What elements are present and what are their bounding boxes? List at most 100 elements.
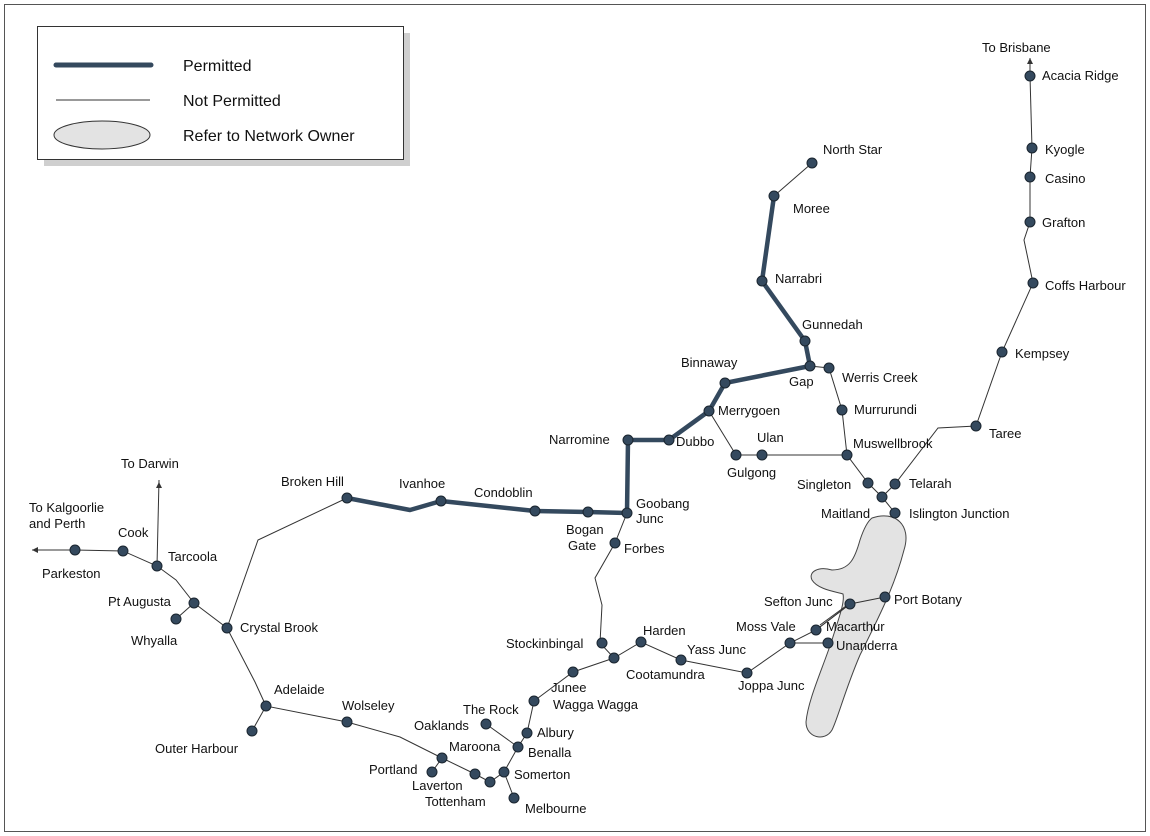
station-node-acacia-ridge [1024, 70, 1036, 82]
label-murrurundi: Murrurundi [854, 402, 917, 417]
station-node-melbourne [508, 792, 520, 804]
label-outer-harbour: Outer Harbour [155, 741, 239, 756]
label-pt-augusta: Pt Augusta [108, 594, 172, 609]
label-narrabri: Narrabri [775, 271, 822, 286]
station-node-binnaway [719, 377, 731, 389]
label-islington-junction: Islington Junction [909, 506, 1009, 521]
station-node-whyalla [170, 613, 182, 625]
station-node-crystal-brook [221, 622, 233, 634]
label-ivanhoe: Ivanhoe [399, 476, 445, 491]
legend-not-permitted-label: Not Permitted [183, 93, 281, 110]
station-node-pt-augusta [188, 597, 200, 609]
refer-to-network-owner-region [805, 515, 907, 738]
label-somerton: Somerton [514, 767, 570, 782]
station-node-outer-harbour [246, 725, 258, 737]
label-adelaide: Adelaide [274, 682, 325, 697]
station-node-tottenham [484, 776, 496, 788]
station-node-port-botany [879, 591, 891, 603]
label-grafton: Grafton [1042, 215, 1085, 230]
label-tottenham: Tottenham [425, 794, 486, 809]
label-benalla: Benalla [528, 745, 572, 760]
station-node-gap [804, 360, 816, 372]
label-bogan: Bogan [566, 522, 604, 537]
label-stockinbingal: Stockinbingal [506, 636, 583, 651]
station-node-narromine [622, 434, 634, 446]
label-whyalla: Whyalla [131, 633, 178, 648]
label-maitland: Maitland [821, 506, 870, 521]
legend-permitted-label: Permitted [183, 58, 251, 75]
label-kyogle: Kyogle [1045, 142, 1085, 157]
label-cootamundra: Cootamundra [626, 667, 706, 682]
station-node-condoblin [529, 505, 541, 517]
station-node-wagga-wagga [528, 695, 540, 707]
station-node-tarcoola [151, 560, 163, 572]
label-binnaway: Binnaway [681, 355, 738, 370]
station-node-gunnedah [799, 335, 811, 347]
station-node-parkeston [69, 544, 81, 556]
station-node-bogan-gate [582, 506, 594, 518]
station-node-telarah [889, 478, 901, 490]
label-to-darwin: To Darwin [121, 456, 179, 471]
station-node-cootamundra [608, 652, 620, 664]
station-node-joppa-junc [741, 667, 753, 679]
station-node-murrurundi [836, 404, 848, 416]
station-node-coffs-harbour [1027, 277, 1039, 289]
label-muswellbrook: Muswellbrook [853, 436, 933, 451]
label-crystal-brook: Crystal Brook [240, 620, 319, 635]
station-nodes [69, 70, 1039, 804]
station-node-werris-creek [823, 362, 835, 374]
station-node-muswellbrook [841, 449, 853, 461]
station-node-junee [567, 666, 579, 678]
station-node-laverton [469, 768, 481, 780]
label-goobang: Goobang [636, 496, 690, 511]
station-node-kempsey [996, 346, 1008, 358]
station-node-forbes [609, 537, 621, 549]
label-tarcoola: Tarcoola [168, 549, 218, 564]
label-to-brisbane: To Brisbane [982, 40, 1051, 55]
label-parkeston: Parkeston [42, 566, 101, 581]
station-node-yass-junc [675, 654, 687, 666]
station-node-dubbo [663, 434, 675, 446]
station-node-sefton-junc [844, 598, 856, 610]
station-node-ivanhoe [435, 495, 447, 507]
station-node-wolseley [341, 716, 353, 728]
label-gap: Gap [789, 374, 814, 389]
label-sefton-junc: Sefton Junc [764, 594, 833, 609]
label-portland: Portland [369, 762, 417, 777]
station-node-adelaide [260, 700, 272, 712]
label-wagga-wagga: Wagga Wagga [553, 697, 639, 712]
station-node-islington-junction [889, 507, 901, 519]
station-node-narrabri [756, 275, 768, 287]
label-albury: Albury [537, 725, 574, 740]
label-dubbo: Dubbo [676, 434, 714, 449]
label-yass-junc: Yass Junc [687, 642, 747, 657]
label-laverton: Laverton [412, 778, 463, 793]
label-to-kalgoorlie: To Kalgoorlie [29, 500, 104, 515]
label-broken-hill: Broken Hill [281, 474, 344, 489]
station-node-maitland [876, 491, 888, 503]
label-maroona: Maroona [449, 739, 501, 754]
station-node-macarthur [810, 624, 822, 636]
station-node-kyogle [1026, 142, 1038, 154]
station-node-oaklands [480, 718, 492, 730]
label-taree: Taree [989, 426, 1022, 441]
station-node-taree [970, 420, 982, 432]
station-node-north-star [806, 157, 818, 169]
station-node-portland [426, 766, 438, 778]
label-the-rock: The Rock [463, 702, 519, 717]
label-gunnedah: Gunnedah [802, 317, 863, 332]
map-frame [4, 4, 1146, 832]
label-acacia-ridge: Acacia Ridge [1042, 68, 1119, 83]
station-node-cook [117, 545, 129, 557]
station-node-gulgong [730, 449, 742, 461]
label-cook: Cook [118, 525, 149, 540]
label-macarthur: Macarthur [826, 619, 885, 634]
label-gulgong: Gulgong [727, 465, 776, 480]
label-north-star: North Star [823, 142, 883, 157]
label-moss-vale: Moss Vale [736, 619, 796, 634]
label-ulan: Ulan [757, 430, 784, 445]
label-joppa-junc: Joppa Junc [738, 678, 805, 693]
label-gate: Gate [568, 538, 596, 553]
station-labels: To Brisbane Acacia Ridge Kyogle Casino G… [29, 40, 1126, 816]
